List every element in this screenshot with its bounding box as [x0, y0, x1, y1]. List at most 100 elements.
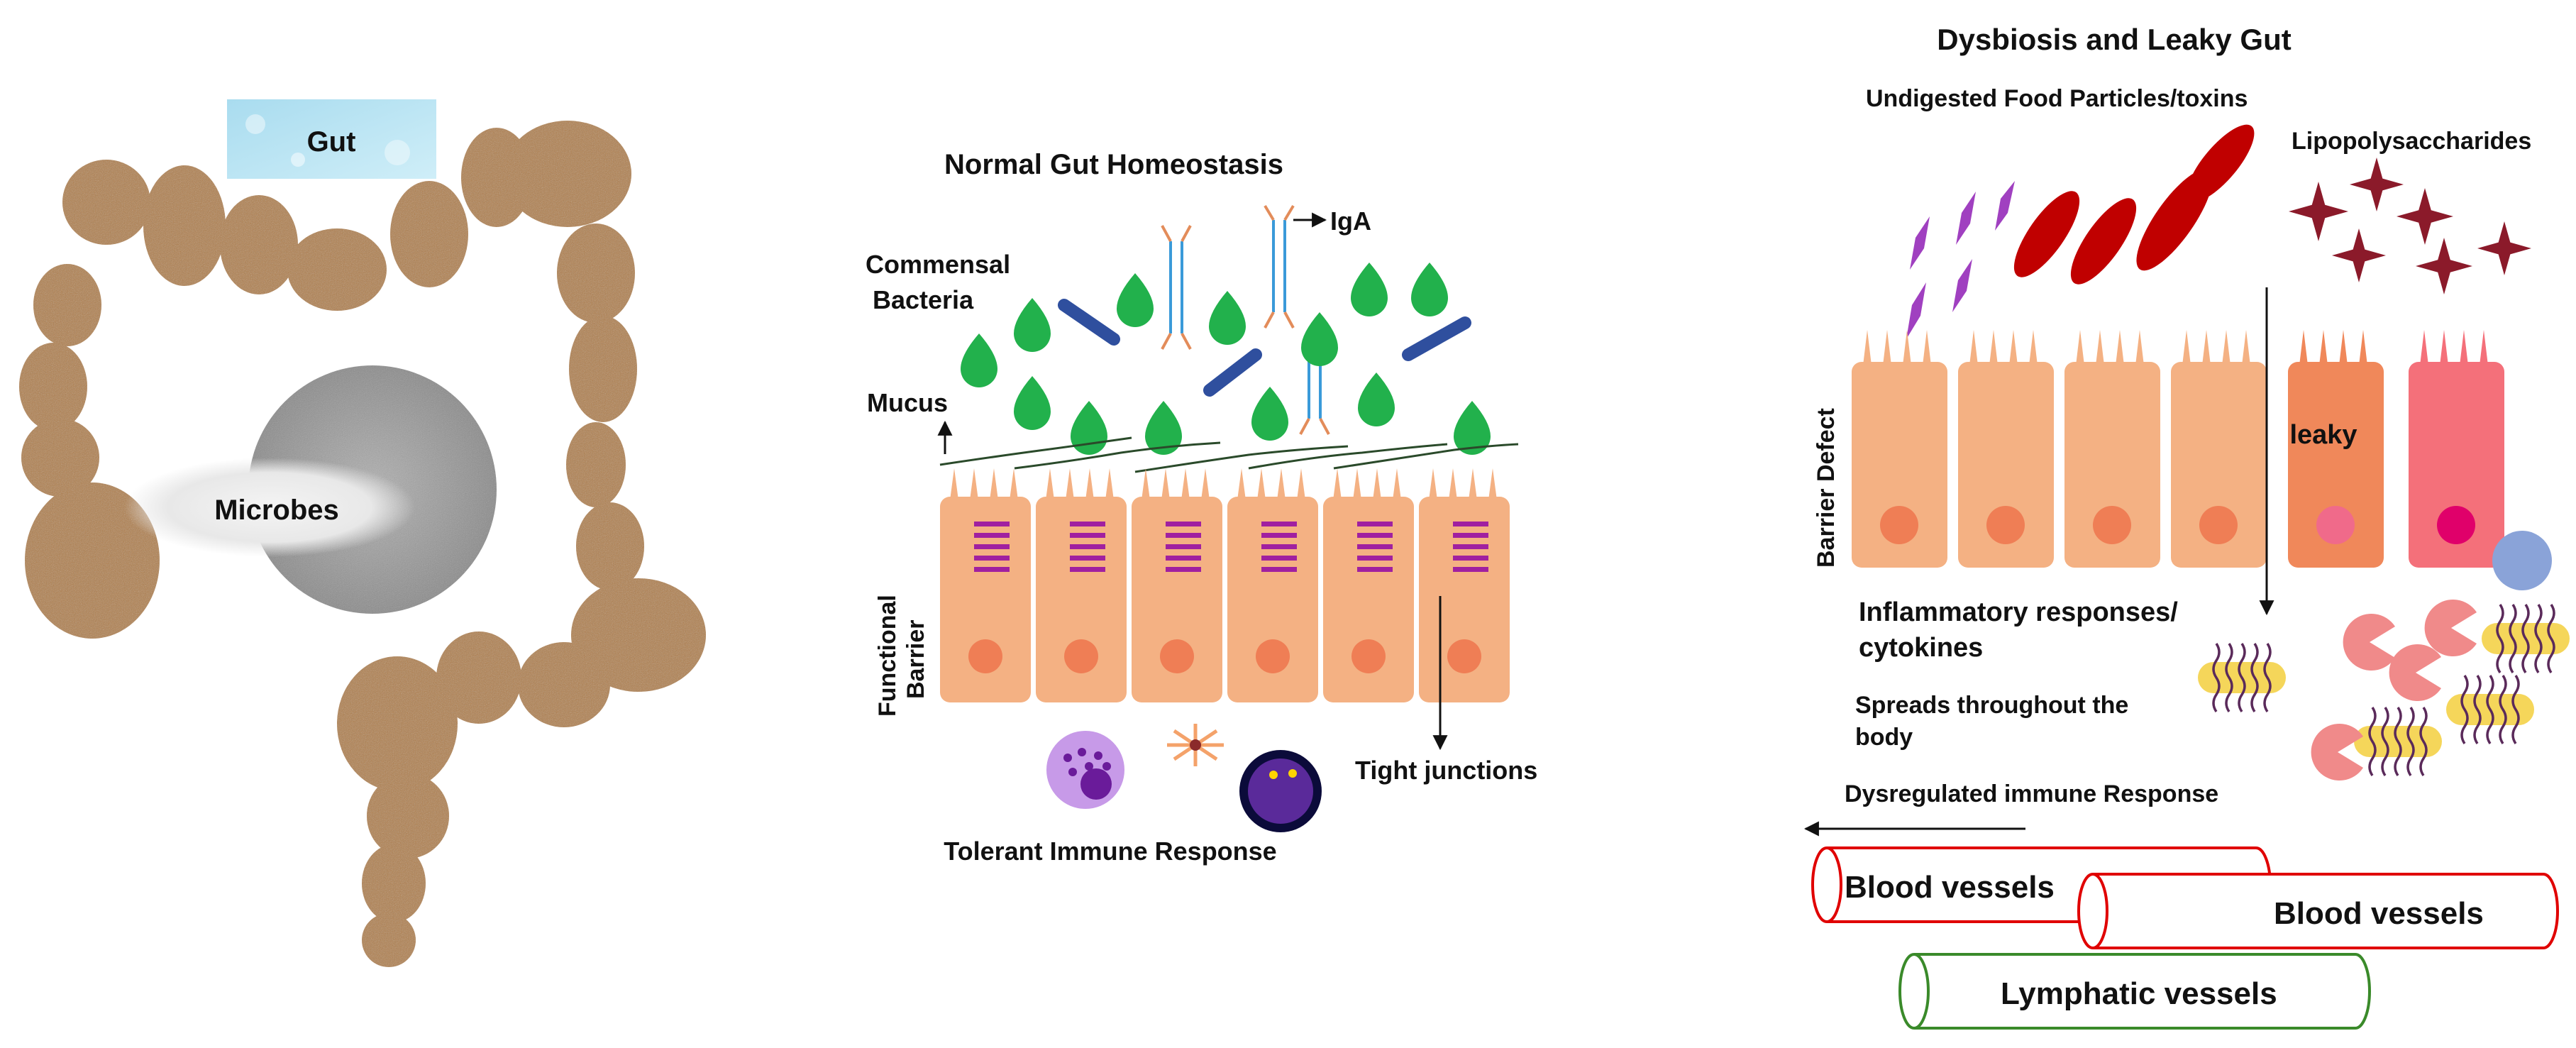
- bacterium-green: [1209, 291, 1246, 345]
- bacterium-rod: [1402, 316, 1471, 361]
- microvillus: [1085, 468, 1094, 500]
- lps-star: [2350, 158, 2404, 211]
- cell-body: [2064, 362, 2160, 568]
- microvillus: [1969, 330, 1978, 365]
- microvillus: [1297, 468, 1305, 500]
- tight-junction: [1166, 522, 1201, 526]
- epithelial-cell: [1323, 468, 1414, 702]
- microvillus: [1449, 468, 1457, 500]
- iga-antibodies: [1161, 204, 1330, 435]
- cytokine-strand: [2499, 675, 2507, 744]
- inflammatory-label-1: Inflammatory responses/: [1859, 597, 2178, 627]
- tight-junction: [1453, 522, 1488, 526]
- cell-nucleus: [1880, 506, 1918, 544]
- cytokine-strand: [2406, 707, 2415, 776]
- tight-junction: [1070, 522, 1105, 526]
- tight-junction: [1261, 533, 1297, 538]
- microvillus: [2116, 330, 2124, 365]
- bacterium-green: [1411, 263, 1448, 316]
- microvillus: [970, 468, 978, 500]
- bacterium-green: [1454, 401, 1491, 455]
- microvillus: [2460, 330, 2468, 365]
- lps-star: [2416, 238, 2472, 294]
- defect-epithelial-cell: [1852, 330, 1947, 568]
- microvillus: [1883, 330, 1891, 365]
- microvillus: [2339, 330, 2348, 365]
- panel-left: Microbes Gut: [19, 99, 706, 967]
- spreads-label-2: body: [1855, 724, 1913, 751]
- tight-junction: [1453, 567, 1488, 572]
- lymphatic-vessel: [1898, 953, 2371, 1030]
- cytokine-strand: [2509, 604, 2517, 673]
- iga-label: IgA: [1330, 206, 1371, 236]
- tight-junction: [1261, 522, 1297, 526]
- cytokine-complex: [2198, 643, 2286, 712]
- epithelial-cell: [1132, 468, 1222, 702]
- bacterium-rod: [1058, 299, 1120, 346]
- lps-label: Lipopolysaccharides: [2292, 128, 2531, 155]
- immune-cell-granulocyte: [1046, 731, 1124, 809]
- blood-vessel-1-label: Blood vessels: [1845, 870, 2055, 905]
- bacterium-green: [1358, 373, 1395, 426]
- microvillus: [1161, 468, 1170, 500]
- microvillus: [2029, 330, 2038, 365]
- cell-nucleus: [1160, 639, 1194, 673]
- tight-junction: [1070, 533, 1105, 538]
- microbes-halo: [124, 458, 415, 557]
- tight-junction: [1070, 556, 1105, 561]
- cytokine-strand: [2238, 643, 2246, 712]
- microvillus: [1237, 468, 1246, 500]
- microvillus: [1903, 330, 1911, 365]
- iga-tips: [1161, 225, 1192, 350]
- dysregulated-label: Dysregulated immune Response: [1845, 781, 2218, 807]
- tight-junction: [1357, 533, 1393, 538]
- tight-junction: [1261, 567, 1297, 572]
- immune-cell-nucleus: [1080, 768, 1112, 800]
- tight-junction: [974, 533, 1010, 538]
- cytokine-complex: [2482, 604, 2570, 673]
- cell-nucleus: [1256, 639, 1290, 673]
- microvillus: [1010, 468, 1018, 500]
- microvillus: [1989, 330, 1998, 365]
- tight-junction: [1453, 556, 1488, 561]
- middle-title: Normal Gut Homeostasis: [944, 149, 1283, 180]
- iga-tips: [1299, 418, 1330, 435]
- cell-nucleus: [2199, 506, 2238, 544]
- tight-junction: [974, 544, 1010, 549]
- lps-star: [2289, 182, 2348, 241]
- cytokine-strand: [2368, 707, 2377, 776]
- panel-middle: Normal Gut Homeostasis IgA Commensal Bac…: [866, 149, 1537, 866]
- tight-junction: [1070, 544, 1105, 549]
- microvillus: [2202, 330, 2211, 365]
- cytokine-strand: [2250, 643, 2259, 712]
- lps-star: [2332, 228, 2386, 282]
- microvillus: [2319, 330, 2328, 365]
- microvillus: [1257, 468, 1266, 500]
- iga-shaft: [1272, 220, 1286, 312]
- cell-nucleus: [2437, 506, 2475, 544]
- gut-label: Gut: [307, 126, 356, 158]
- tight-junction: [1070, 567, 1105, 572]
- cytokine-strand: [2486, 675, 2494, 744]
- microvillus: [1393, 468, 1401, 500]
- bacterium-green: [1071, 401, 1107, 455]
- bacterium-green: [1145, 401, 1182, 455]
- cytokine-strand: [2225, 643, 2233, 712]
- tight-junction: [974, 556, 1010, 561]
- tight-junction: [974, 567, 1010, 572]
- cytokine-strand: [2496, 604, 2504, 673]
- tight-junction: [1453, 544, 1488, 549]
- tight-junction: [974, 522, 1010, 526]
- cell-body: [1958, 362, 2054, 568]
- epithelial-cell: [1419, 468, 1510, 702]
- cell-body: [2409, 362, 2504, 568]
- tight-junction: [1357, 556, 1393, 561]
- tight-junction: [1261, 544, 1297, 549]
- barrier-label-1: Functional: [874, 595, 901, 717]
- iga-tips: [1264, 204, 1295, 329]
- tight-junctions-label: Tight junctions: [1355, 756, 1537, 785]
- right-title: Dysbiosis and Leaky Gut: [1937, 23, 2292, 56]
- bacterium-green: [1014, 298, 1051, 352]
